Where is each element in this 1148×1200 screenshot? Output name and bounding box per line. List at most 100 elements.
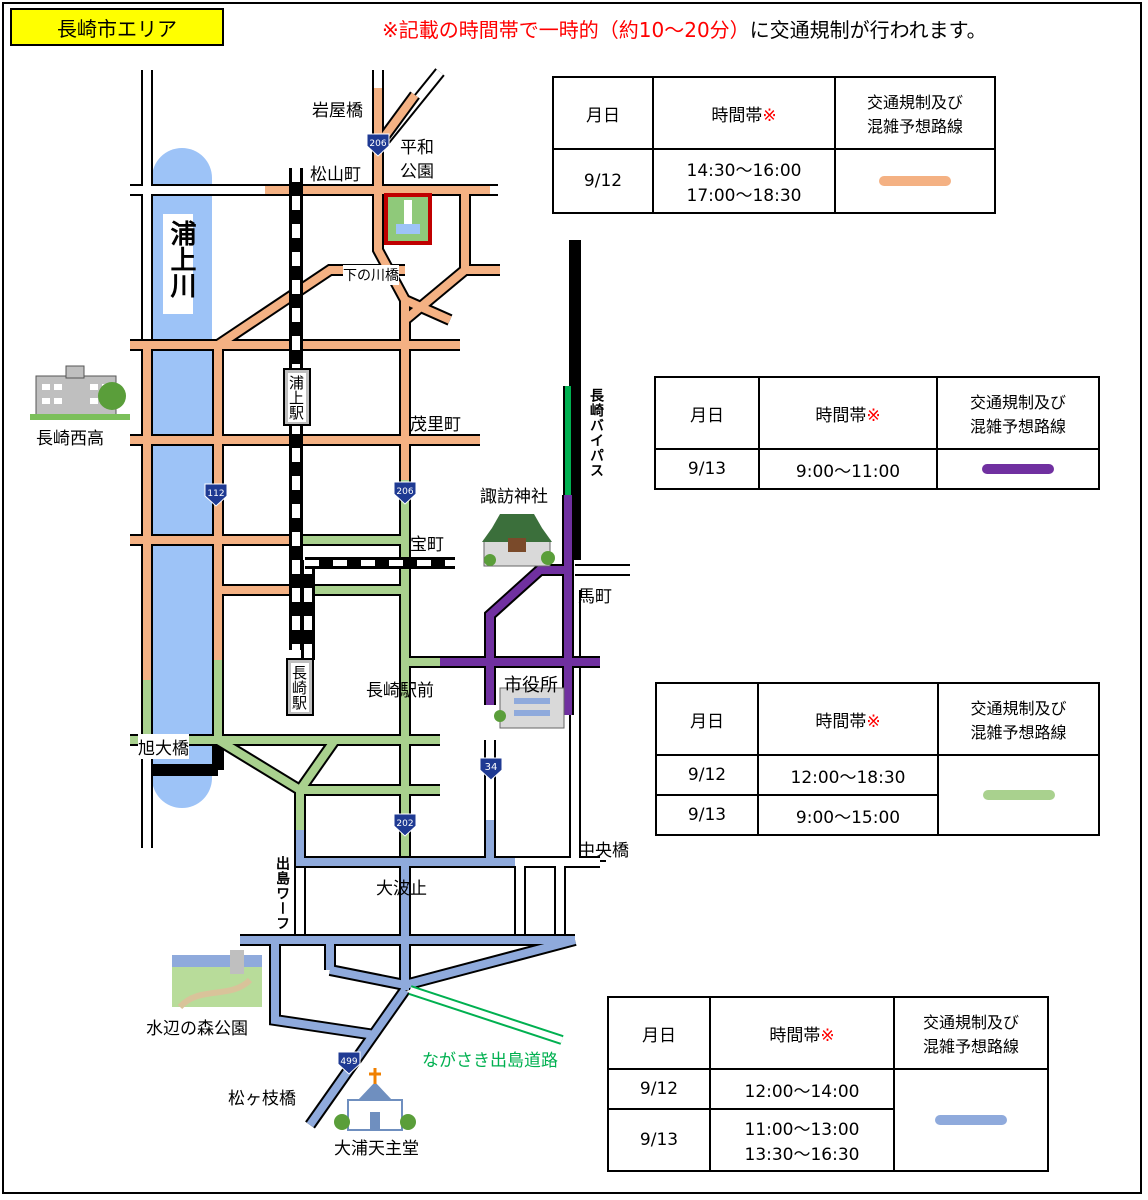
place-matsuyama: 松山町 — [310, 165, 361, 185]
header-route: 交通規制及び混雑予想路線 — [834, 76, 996, 150]
header-route-line1: 交通規制及び — [922, 1013, 1019, 1032]
place-heiwa-koen: 平和 公園 — [400, 138, 434, 182]
place-dejima-road: ながさき出島道路 — [422, 1051, 558, 1071]
city-hall-icon — [494, 687, 565, 729]
route-206-text-north: 206 — [369, 139, 386, 149]
row-date: 9/13 — [607, 1108, 711, 1172]
header-date: 月日 — [552, 76, 654, 150]
notice-suffix: に交通規制が行われます。 — [749, 18, 987, 42]
route-swatch-cell — [893, 1068, 1049, 1172]
schedule-table-blue: 月日 時間帯※ 交通規制及び混雑予想路線 9/12 12:00〜14:00 9/… — [607, 996, 1049, 1172]
place-nagasaki-bypass: 長崎バイパス — [588, 388, 604, 478]
row-time-2: 17:00〜18:30 — [686, 186, 802, 206]
route-112-text: 112 — [207, 489, 224, 499]
header-route-line2: 混雑予想路線 — [969, 417, 1066, 436]
row-date: 9/13 — [655, 794, 759, 836]
place-oura-church: 大浦天主堂 — [334, 1139, 419, 1159]
route-202-shield: 202 — [393, 813, 417, 837]
peace-park-icon — [384, 193, 432, 245]
header-route-line2: 混雑予想路線 — [970, 723, 1067, 742]
route-206-shield-north: 206 — [366, 133, 390, 157]
route-swatch-cell — [834, 148, 996, 214]
shrine-icon — [482, 514, 555, 567]
schedule-table-purple: 月日 時間帯※ 交通規制及び混雑予想路線 9/13 9:00〜11:00 — [654, 376, 1100, 490]
header-route-line2: 混雑予想路線 — [922, 1037, 1019, 1056]
route-206-shield-south: 206 — [393, 481, 417, 505]
station-nagasaki: 長崎駅 — [286, 658, 314, 716]
row-time-1: 11:00〜13:00 — [744, 1120, 860, 1140]
header-time: 時間帯※ — [652, 76, 836, 150]
station-nagasaki-label: 長崎駅 — [290, 662, 309, 712]
row-time-1: 14:30〜16:00 — [686, 161, 802, 181]
header-route: 交通規制及び混雑予想路線 — [936, 376, 1100, 450]
notice-prefix: ※記載の時間帯で — [382, 18, 539, 42]
route-swatch-blue — [935, 1115, 1007, 1125]
place-asahi-ohashi: 旭大橋 — [138, 734, 189, 759]
row-time: 9:00〜15:00 — [757, 794, 939, 836]
schedule-table-green: 月日 時間帯※ 交通規制及び混雑予想路線 9/12 12:00〜18:30 9/… — [655, 682, 1100, 836]
route-swatch-cell — [937, 754, 1100, 836]
header-route-line1: 交通規制及び — [866, 93, 963, 112]
header-time: 時間帯※ — [757, 682, 939, 756]
river-name: 浦上川 — [166, 220, 196, 298]
place-chuobashi: 中央橋 — [578, 841, 629, 861]
place-suwa-jinja: 諏訪神社 — [480, 487, 548, 507]
header-time-mark: ※ — [762, 105, 777, 126]
row-time: 11:00〜13:00 13:30〜16:30 — [709, 1108, 895, 1172]
header-route: 交通規制及び混雑予想路線 — [937, 682, 1100, 756]
row-time-2: 13:30〜16:30 — [744, 1145, 860, 1165]
place-ohato: 大波止 — [376, 879, 427, 899]
place-umamachi: 馬町 — [578, 587, 612, 607]
row-date: 9/12 — [552, 148, 654, 214]
school-icon — [30, 365, 130, 420]
header-route: 交通規制及び混雑予想路線 — [893, 996, 1049, 1070]
station-urakami: 浦上駅 — [283, 368, 311, 426]
route-green — [130, 480, 440, 862]
route-206-text-south: 206 — [396, 487, 413, 497]
route-499-shield: 499 — [337, 1051, 361, 1075]
place-mizube-park: 水辺の森公園 — [146, 1019, 248, 1039]
notice-highlight: 一時的（約10〜20分） — [538, 18, 750, 42]
station-urakami-label: 浦上駅 — [287, 372, 306, 422]
place-shimonokawabashi: 下の川橋 — [343, 265, 399, 285]
route-swatch-green — [982, 790, 1055, 800]
waterfront-park-icon — [172, 950, 262, 1010]
oura-church-icon — [334, 1068, 416, 1131]
dejima-road — [408, 985, 564, 1045]
header-time-mark: ※ — [820, 1025, 835, 1046]
notice-text: ※記載の時間帯で一時的（約10〜20分）に交通規制が行われます。 — [382, 14, 987, 43]
route-purple — [440, 495, 600, 715]
place-takaramachi: 宝町 — [410, 535, 444, 555]
header-route-line2: 混雑予想路線 — [866, 117, 963, 136]
header-time-label: 時間帯 — [815, 711, 867, 732]
header-time: 時間帯※ — [709, 996, 895, 1070]
header-time-mark: ※ — [866, 405, 881, 426]
row-date: 9/12 — [607, 1068, 711, 1110]
header-time-label: 時間帯 — [711, 105, 763, 126]
place-moriyamachi: 茂里町 — [410, 415, 461, 435]
header-route-line1: 交通規制及び — [970, 699, 1067, 718]
place-dejima-wharf: 出島ワーフ — [274, 856, 290, 931]
river-label: 浦上川 — [163, 214, 196, 314]
place-nagasaki-nishi: 長崎西高 — [36, 429, 104, 449]
route-swatch-cell — [936, 448, 1100, 490]
route-swatch-orange — [879, 176, 951, 186]
row-time: 9:00〜11:00 — [758, 448, 938, 490]
route-499-text: 499 — [340, 1057, 357, 1067]
route-34-shield: 34 — [479, 757, 503, 781]
header-date: 月日 — [654, 376, 760, 450]
header-time-label: 時間帯 — [815, 405, 867, 426]
row-time: 12:00〜14:00 — [709, 1068, 895, 1110]
route-202-text: 202 — [396, 819, 413, 829]
place-shiyakusho: 市役所 — [504, 675, 558, 696]
row-time: 14:30〜16:00 17:00〜18:30 — [652, 148, 836, 214]
header-time-label: 時間帯 — [769, 1025, 821, 1046]
row-date: 9/12 — [655, 754, 759, 796]
place-nagasaki-ekimae: 長崎駅前 — [366, 681, 434, 701]
header-date: 月日 — [607, 996, 711, 1070]
row-time: 12:00〜18:30 — [757, 754, 939, 796]
route-34-text: 34 — [485, 762, 498, 773]
place-iwayabashi: 岩屋橋 — [312, 101, 363, 121]
header-date: 月日 — [655, 682, 759, 756]
place-matsugaebashi: 松ヶ枝橋 — [228, 1089, 296, 1109]
